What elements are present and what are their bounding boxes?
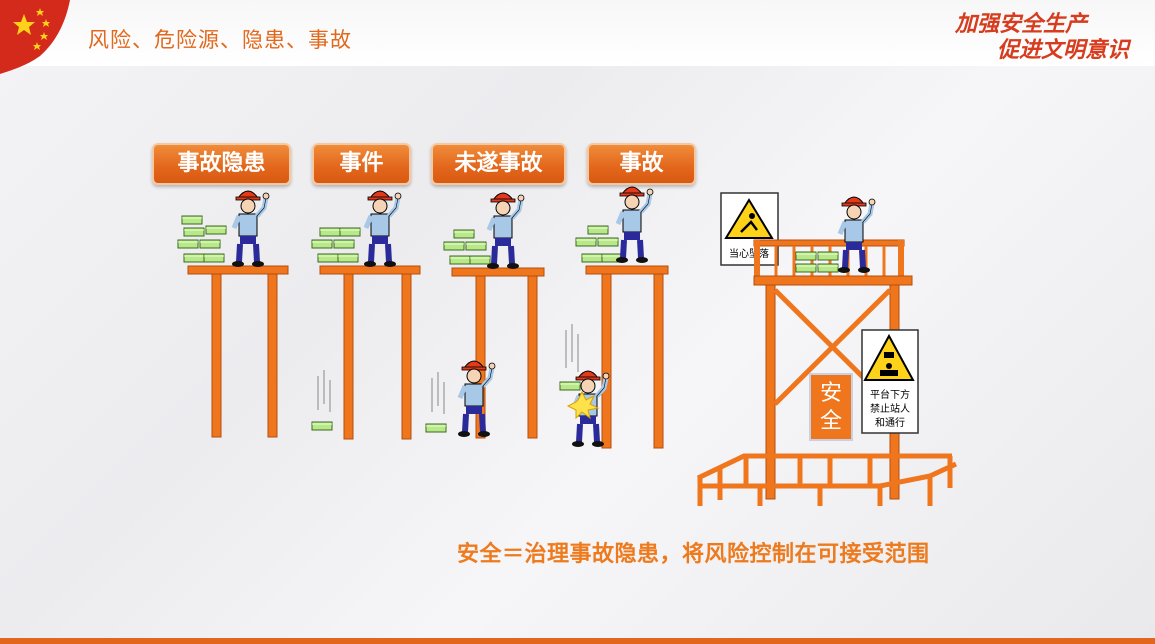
- platform-sign-line-3: 和通行: [875, 416, 905, 429]
- flag-corner-icon: [0, 0, 70, 74]
- scene-hidden-danger: [177, 191, 289, 438]
- fall-warning-sign-text: 当心坠落: [729, 247, 769, 260]
- label-near-miss: 未遂事故: [431, 143, 566, 185]
- bottom-accent-line: [0, 638, 1155, 644]
- page-title: 风险、危险源、隐患、事故: [88, 28, 352, 52]
- scene-safe-scaffold: 当心坠落 安 全 平台下方 禁止站人: [696, 192, 958, 506]
- slogan-line-1: 加强安全生产: [954, 12, 1087, 37]
- label-incident: 事件: [312, 143, 411, 185]
- scene-incident: [311, 191, 421, 440]
- header-bar: [0, 0, 1155, 66]
- label-accident: 事故: [587, 143, 696, 185]
- slogan-logo: 加强安全生产 促进文明意识: [949, 12, 1129, 68]
- platform-sign-line-1: 平台下方: [870, 388, 910, 401]
- platform-sign-line-2: 禁止站人: [870, 402, 910, 415]
- label-hidden-danger: 事故隐患: [152, 143, 291, 185]
- scene-accident: [559, 187, 669, 448]
- safe-plaque-line-2: 全: [820, 409, 842, 434]
- scene-near-miss: [425, 193, 545, 438]
- slogan-line-2: 促进文明意识: [996, 38, 1129, 63]
- tagline: 安全＝治理事故隐患，将风险控制在可接受范围: [457, 542, 930, 567]
- safe-plaque-line-1: 安: [820, 381, 842, 406]
